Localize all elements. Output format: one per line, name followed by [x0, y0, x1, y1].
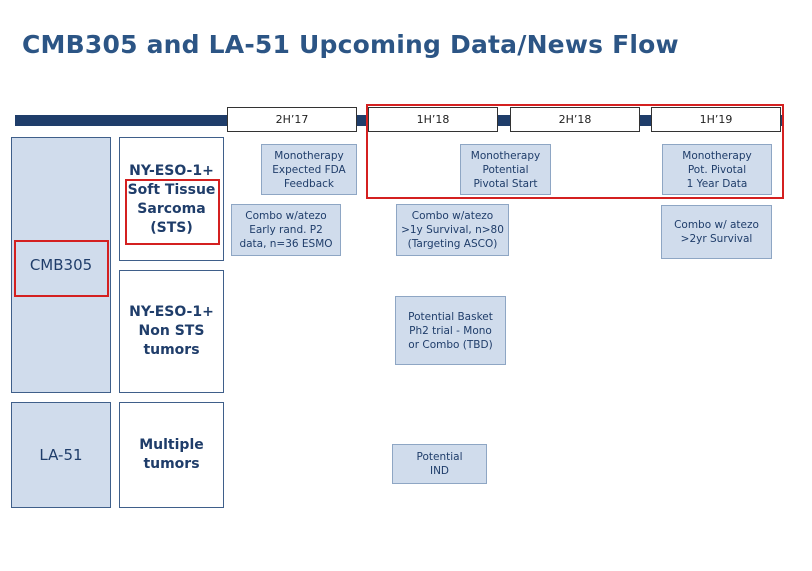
sublabel-sts-line3: Sarcoma: [137, 201, 206, 217]
event-ind-1h18: Potential IND: [392, 444, 487, 484]
event-line: IND: [429, 465, 450, 477]
event-monotherapy-1h18: Monotherapy Potential Pivotal Start: [460, 144, 551, 195]
event-monotherapy-1h19: Monotherapy Pot. Pivotal 1 Year Data: [662, 144, 772, 195]
sublabel-sts-line2: Soft Tissue: [127, 182, 216, 198]
row-label-cmb305-text: CMB305: [29, 256, 93, 274]
page-title: CMB305 and LA-51 Upcoming Data/News Flow: [22, 30, 679, 59]
period-1h19: 1H’19: [651, 107, 781, 132]
event-combo-1h18: Combo w/atezo >1y Survival, n>80 (Target…: [396, 204, 509, 256]
period-2h17: 2H’17: [227, 107, 357, 132]
sublabel-sts-line1: NY-ESO-1+: [129, 163, 214, 179]
event-line: >1y Survival, n>80: [401, 224, 504, 236]
event-line: data, n=36 ESMO: [239, 238, 333, 250]
event-line: 1 Year Data: [686, 177, 748, 190]
row-label-la51: LA-51: [11, 402, 111, 508]
event-basket-1h18: Potential Basket Ph2 trial - Mono or Com…: [395, 296, 506, 365]
period-2h18: 2H’18: [510, 107, 640, 132]
event-line: Monotherapy: [470, 149, 541, 162]
event-line: Pivotal Start: [473, 177, 538, 190]
event-line: Monotherapy: [274, 149, 344, 162]
event-monotherapy-2h17: Monotherapy Expected FDA Feedback: [261, 144, 357, 195]
event-line: Feedback: [283, 177, 334, 190]
event-line: Potential: [416, 451, 463, 463]
event-line: Potential Basket: [408, 310, 493, 323]
row-label-cmb305: CMB305: [11, 137, 111, 393]
row-label-la51-text: LA-51: [39, 446, 83, 464]
sublabel-multi-line1: Multiple: [139, 437, 204, 453]
sublabel-multiple-tumors: Multiple tumors: [119, 402, 224, 508]
sublabel-sts: NY-ESO-1+ Soft Tissue Sarcoma (STS): [119, 137, 224, 261]
sublabel-nonsts-line2: Non STS: [138, 323, 205, 339]
event-line: Potential: [482, 163, 529, 176]
sublabel-non-sts: NY-ESO-1+ Non STS tumors: [119, 270, 224, 393]
event-line: (Targeting ASCO): [407, 238, 498, 250]
sublabel-nonsts-line1: NY-ESO-1+: [129, 304, 214, 320]
event-line: Expected FDA: [272, 163, 346, 176]
event-line: Monotherapy: [682, 149, 752, 162]
event-line: or Combo (TBD): [408, 338, 493, 351]
sublabel-sts-line4: (STS): [150, 220, 193, 236]
event-line: Combo w/atezo: [245, 210, 327, 222]
event-line: Combo w/ atezo: [674, 219, 759, 231]
sublabel-nonsts-line3: tumors: [143, 342, 200, 358]
event-combo-2h17: Combo w/atezo Early rand. P2 data, n=36 …: [231, 204, 341, 256]
event-line: Combo w/atezo: [411, 210, 494, 222]
period-1h18: 1H’18: [368, 107, 498, 132]
highlight-box-sts: [125, 179, 220, 245]
event-line: >2yr Survival: [680, 233, 753, 245]
highlight-box-cmb305: [14, 240, 109, 297]
sublabel-multi-line2: tumors: [143, 456, 200, 472]
event-line: Pot. Pivotal: [687, 163, 747, 176]
event-combo-1h19: Combo w/ atezo >2yr Survival: [661, 205, 772, 259]
event-line: Ph2 trial - Mono: [409, 324, 492, 337]
highlight-box-2018-2019: [366, 104, 784, 199]
event-line: Early rand. P2: [249, 224, 323, 236]
